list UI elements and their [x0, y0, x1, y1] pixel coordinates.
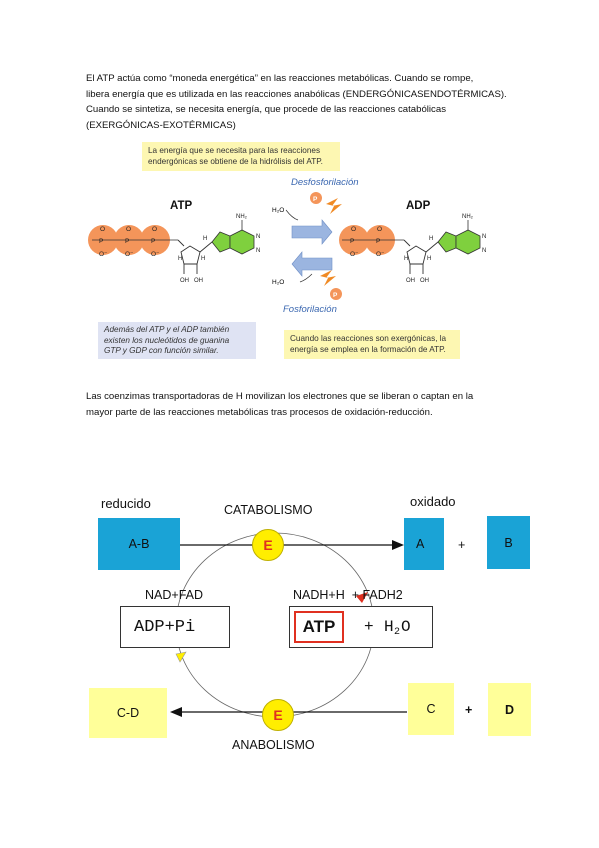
plus-sign: +	[458, 538, 466, 552]
atom-label: N	[482, 234, 486, 240]
water-h: H	[384, 618, 394, 636]
intro-line: (EXERGÓNICAS-EXOTÉRMICAS)	[86, 119, 236, 131]
atom-label: OH	[406, 278, 415, 284]
atom-label: H	[404, 256, 408, 262]
atom-label: P	[151, 238, 155, 245]
water-subscript: 2	[394, 627, 401, 638]
anabolism-arrowhead	[170, 707, 182, 717]
atom-label: H	[203, 236, 207, 242]
box-c: C	[408, 683, 454, 735]
atom-label: O⁻	[125, 251, 134, 258]
intro-paragraph: El ATP actúa como “moneda energética” en…	[86, 71, 526, 133]
atom-label: O	[152, 226, 157, 233]
plus-sign: +	[465, 703, 473, 717]
adp-adenine	[437, 220, 481, 255]
nadh-fadh2-label: NADH+H + FADH2	[293, 588, 403, 602]
yellow-arrowhead	[175, 651, 187, 663]
atp-adp-scheme: P P P O O O O⁻ O⁻ O⁻ OH OH H H	[88, 192, 486, 300]
water-label-top: H₂O	[272, 207, 284, 214]
atom-label: H	[178, 256, 182, 262]
atom-label: H	[427, 256, 431, 262]
adp-phosphate-chain	[339, 225, 404, 255]
phosphate-symbol: P	[333, 292, 338, 299]
intro-line: libera energía que es utilizada en las r…	[86, 88, 507, 100]
atom-label: O	[100, 226, 105, 233]
intro-line: Cuando se sintetiza, se necesita energía…	[86, 104, 446, 115]
coenzymes-line: Las coenzimas transportadoras de H movil…	[86, 391, 474, 402]
reduced-label: reducido	[101, 496, 151, 511]
atom-label: P	[350, 238, 354, 245]
note-top: La energía que se necesita para las reac…	[142, 142, 340, 171]
atp-phosphate-chain	[88, 225, 178, 255]
adp-ribose	[403, 239, 439, 274]
atom-label: P	[125, 238, 129, 245]
atom-label: O	[351, 226, 356, 233]
atom-label: H	[429, 236, 433, 242]
coenzymes-line: mayor parte de las reacciones metabólica…	[86, 406, 433, 418]
box-a: A	[404, 518, 444, 570]
box-ab: A-B	[98, 518, 180, 570]
note-left: Además del ATP y el ADP también existen …	[98, 322, 256, 359]
atom-label: N	[256, 248, 260, 254]
energy-label: E	[263, 537, 273, 553]
dephosphorylation-label: Desfosforilación	[291, 177, 359, 188]
coenzymes-paragraph: Las coenzimas transportadoras de H movil…	[86, 389, 526, 420]
atom-label: OH	[194, 278, 203, 284]
atom-label: NH₂	[462, 214, 474, 220]
energy-label: E	[273, 707, 283, 723]
note-right: Cuando las reacciones son exergónicas, l…	[284, 330, 460, 359]
water-o: O	[401, 618, 411, 636]
box-b: B	[487, 516, 530, 569]
atom-label: OH	[420, 278, 429, 284]
atp-adenine	[211, 220, 255, 255]
phosphorylation-label: Fosforilación	[283, 304, 337, 315]
anabolism-label: ANABOLISMO	[232, 738, 315, 752]
box-adp-pi: ADP+Pi	[120, 606, 230, 648]
intro-line: El ATP actúa como “moneda energética” en…	[86, 73, 474, 84]
atom-label: O⁻	[99, 251, 108, 258]
atp-label: ATP	[170, 200, 193, 212]
dephosphorylation-arrow	[291, 219, 333, 245]
nad-fad-label: NAD+FAD	[145, 588, 204, 602]
atp-highlight: ATP	[294, 611, 344, 643]
atom-label: N	[482, 248, 486, 254]
energy-bolt-icon	[320, 270, 336, 286]
catabolism-arrowhead	[392, 540, 404, 550]
atp-figure: La energía que se necesita para las reac…	[86, 136, 524, 364]
atom-label: O	[126, 226, 131, 233]
energy-circle-bottom: E	[262, 699, 294, 731]
energy-circle-top: E	[252, 529, 284, 561]
box-d: D	[488, 683, 531, 736]
water-label-bottom: H₂O	[272, 279, 284, 286]
box-cd: C-D	[89, 688, 167, 738]
atom-label: P	[99, 238, 103, 245]
atom-label: OH	[180, 278, 189, 284]
atom-label: O⁻	[151, 251, 160, 258]
atp-ribose	[177, 239, 213, 274]
atom-label: O⁻	[350, 251, 359, 258]
energy-bolt-icon	[326, 198, 342, 214]
phosphorylation-arrow	[291, 251, 333, 277]
atom-label: P	[376, 238, 380, 245]
phosphate-symbol: P	[313, 196, 318, 203]
box-atp-h2o: ATP + H 2 O	[289, 606, 433, 648]
catabolism-label: CATABOLISMO	[224, 503, 313, 517]
adp-label: ADP	[406, 200, 431, 212]
atom-label: O	[377, 226, 382, 233]
plus-h2o: +	[364, 618, 374, 636]
red-arrowhead	[356, 592, 368, 603]
atom-label: N	[256, 234, 260, 240]
atom-label: H	[201, 256, 205, 262]
atom-label: O⁻	[376, 251, 385, 258]
atom-label: NH₂	[236, 214, 248, 220]
oxidized-label: oxidado	[410, 494, 456, 509]
